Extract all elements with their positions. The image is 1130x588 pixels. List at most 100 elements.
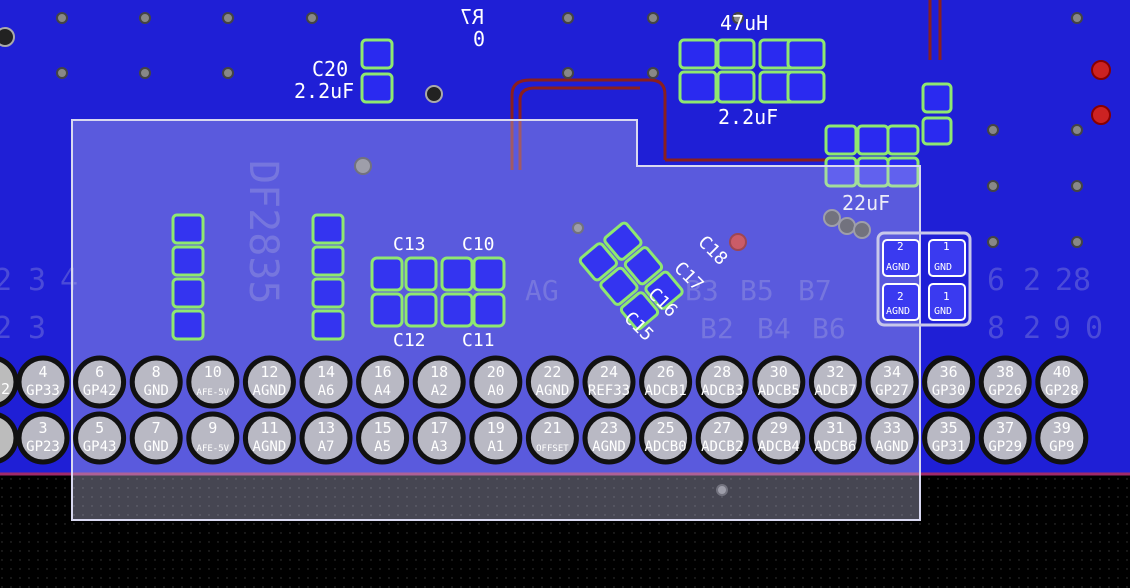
header-bottom-pin-29	[752, 411, 806, 465]
svg-text:B3: B3	[685, 274, 719, 307]
svg-text:9: 9	[1053, 311, 1071, 346]
rotated-cap-pads	[578, 221, 684, 331]
svg-text:2: 2	[0, 263, 12, 298]
svg-text:B6: B6	[812, 312, 846, 345]
header-top-pin-12	[242, 355, 296, 409]
svg-text:3: 3	[28, 311, 46, 346]
header-top-pin-number: 36	[940, 363, 958, 381]
header-bottom-pin-23	[582, 411, 636, 465]
c20-label: C20	[312, 57, 348, 81]
header-top-pin-number: 18	[430, 363, 448, 381]
header-top-pin-number: 40	[1053, 363, 1071, 381]
header-top-pin-label: GP28	[1045, 383, 1079, 399]
header-bottom-pin-11	[242, 411, 296, 465]
header-bottom-pin-label: AFE-5V	[197, 444, 230, 454]
header-bottom-pin-number: 5	[95, 419, 104, 437]
header-bottom-pin-label: A3	[431, 439, 448, 455]
partial-pin-bottom	[0, 412, 19, 464]
header-top-pin-number: 32	[826, 363, 844, 381]
gnd-pad-label-1: AGND	[886, 262, 910, 273]
header-top-pin-label: AGND	[253, 383, 287, 399]
inductor-value-label: 47uH	[720, 11, 768, 35]
r7-value: 0	[473, 27, 485, 51]
r7-label: R7	[460, 5, 484, 29]
header-top-pin-label: GND	[144, 383, 169, 399]
header-bottom-pin-13	[299, 411, 353, 465]
header-bottom-pin-35	[922, 411, 976, 465]
header-bottom-pin-15	[356, 411, 410, 465]
header-bottom-pin-label: GP43	[83, 439, 117, 455]
header-top-pin-14	[299, 355, 353, 409]
header-top-pin-10	[186, 355, 240, 409]
header-top-pin-number: 10	[204, 363, 222, 381]
header-top-pin-label: GP27	[875, 383, 909, 399]
header-top-pin-6	[73, 355, 127, 409]
svg-text:6: 6	[987, 263, 1005, 298]
header-bottom-pin-9	[186, 411, 240, 465]
c10-label: C10	[462, 234, 495, 255]
header-top-pin-number: 4	[38, 363, 47, 381]
header-bottom-pin-31	[808, 411, 862, 465]
header-bottom-pin-17	[412, 411, 466, 465]
gnd-pad-num-2: 1	[943, 240, 950, 253]
header-top-pin-28	[695, 355, 749, 409]
header-top-pin-label: A0	[487, 383, 504, 399]
c12-label: C12	[393, 330, 426, 351]
header-top-pin-26	[639, 355, 693, 409]
svg-text:0: 0	[1085, 311, 1103, 346]
svg-text:4: 4	[60, 263, 78, 298]
header-top-pin-label: GP33	[26, 383, 60, 399]
header-bottom-pin-number: 21	[543, 419, 561, 437]
svg-text:8: 8	[987, 311, 1005, 346]
svg-text:2: 2	[0, 311, 12, 346]
header-bottom-pin-label: GP23	[26, 439, 60, 455]
header-top-pin-40	[1035, 355, 1089, 409]
header-bottom-pin-label: ADCB2	[701, 439, 743, 455]
svg-text:DF2835: DF2835	[240, 160, 286, 305]
gnd-pad-num-4: 1	[943, 290, 950, 303]
header-bottom-pin-number: 17	[430, 419, 448, 437]
header-bottom-row: 3GP235GP437GND9AFE-5V11AGND13A715A517A31…	[16, 411, 1089, 465]
partial-pin-top	[0, 356, 19, 408]
header-bottom-pin-27	[695, 411, 749, 465]
header-top-pin-label: ADCB5	[758, 383, 800, 399]
header-top-pin-label: A6	[318, 383, 335, 399]
header-bottom-pin-label: GND	[144, 439, 169, 455]
header-bottom-pin-37	[978, 411, 1032, 465]
header-bottom-pin-3	[16, 411, 70, 465]
svg-text:B4: B4	[757, 312, 791, 345]
header-bottom-pin-number: 25	[657, 419, 675, 437]
header-top-pin-number: 28	[713, 363, 731, 381]
header-bottom-pin-label: ADCB0	[645, 439, 687, 455]
svg-text:B7: B7	[798, 274, 832, 307]
header-bottom-pin-21	[525, 411, 579, 465]
header-top-pin-number: 8	[152, 363, 161, 381]
dot-grid	[0, 470, 1130, 588]
smd-pads-top	[360, 38, 953, 188]
header-top-pin-number: 26	[657, 363, 675, 381]
header-bottom-pin-label: GP9	[1049, 439, 1074, 455]
header-top-pin-8	[129, 355, 183, 409]
header-bottom-pin-number: 9	[208, 419, 217, 437]
header-bottom-pin-label: ADCB6	[814, 439, 856, 455]
header-bottom-pin-19	[469, 411, 523, 465]
header-bottom-pin-label: GP29	[988, 439, 1022, 455]
header-top-pin-number: 12	[260, 363, 278, 381]
header-bottom-pin-number: 31	[826, 419, 844, 437]
header-top-pin-number: 22	[543, 363, 561, 381]
gnd-pad-label-3: AGND	[886, 306, 910, 317]
header-bottom-pin-label: A7	[318, 439, 335, 455]
header-top-pin-34	[865, 355, 919, 409]
header-bottom-pin-label: A1	[487, 439, 504, 455]
header-top-pin-number: 20	[487, 363, 505, 381]
header-top-pin-label: AGND	[536, 383, 570, 399]
header-top-pin-number: 6	[95, 363, 104, 381]
c11-label: C11	[462, 330, 495, 351]
header-top-pin-number: 30	[770, 363, 788, 381]
header-bottom-pin-label: OFFSET	[536, 444, 569, 454]
header-top-pin-label: GP42	[83, 383, 117, 399]
header-top-pin-number: 16	[374, 363, 392, 381]
header-top-pin-22	[525, 355, 579, 409]
smd-pads-left	[171, 213, 506, 341]
